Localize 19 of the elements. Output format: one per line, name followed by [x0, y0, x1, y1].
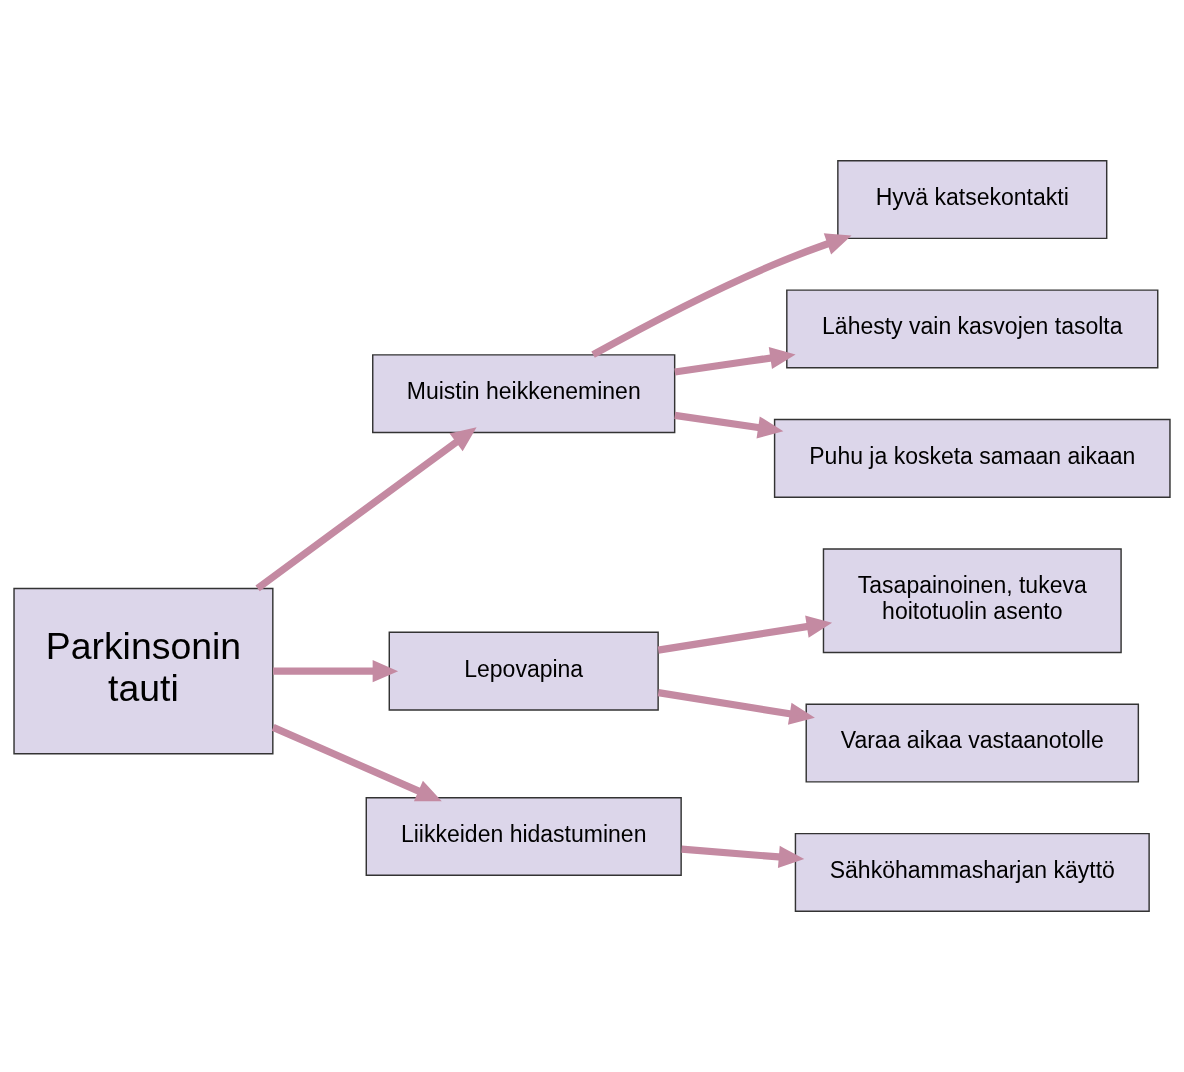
node-box: Parkinsonin tauti	[13, 587, 274, 755]
arrow	[271, 724, 442, 802]
node-box: Tasapainoinen, tukeva hoitotuolin asento	[822, 548, 1122, 654]
arrow	[674, 347, 796, 376]
arrow	[657, 689, 815, 725]
arrow	[273, 659, 399, 683]
arrow	[681, 845, 805, 869]
arrow	[591, 233, 852, 358]
node-box: Lepovapina	[388, 631, 659, 711]
node-box: Varaa aikaa vastaanotolle	[805, 703, 1140, 783]
arrow	[657, 615, 833, 654]
node-box: Sähköhammasharjan käyttö	[794, 832, 1150, 912]
node-box: Liikkeiden hidastuminen	[365, 796, 682, 877]
node-box: Hyvä katsekontakti	[837, 160, 1108, 240]
arrow	[674, 411, 784, 439]
arrow	[255, 427, 477, 592]
node-box: Lähesty vain kasvojen tasolta	[786, 289, 1159, 369]
node-box: Muistin heikkeneminen	[372, 354, 676, 434]
node-box: Puhu ja kosketa samaan aikaan	[773, 418, 1171, 498]
